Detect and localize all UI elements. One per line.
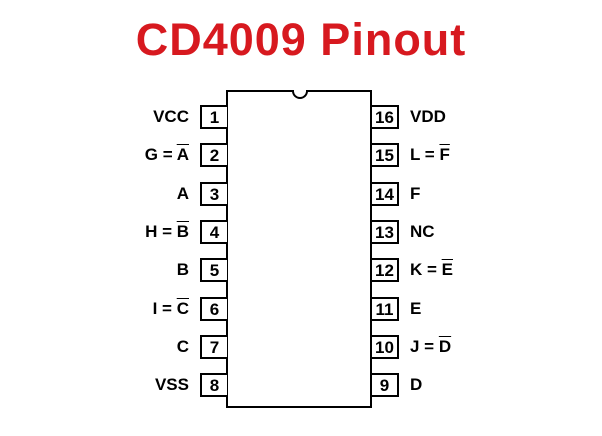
- pin-label: A: [177, 182, 189, 206]
- pin-label-text: H =: [145, 221, 177, 241]
- pin-label: I = C: [153, 297, 189, 321]
- pin-label-text: E: [410, 298, 422, 318]
- pin-label-text: I =: [152, 298, 177, 318]
- pin-label-inverted: F: [439, 145, 450, 165]
- pin-label-text: K =: [410, 260, 442, 280]
- ic-body: [226, 90, 372, 408]
- pin-number-box: 7: [200, 334, 227, 359]
- pin-number-box: 11: [372, 296, 399, 321]
- pin-label: C: [177, 335, 189, 359]
- pin-label-text: C: [176, 336, 189, 356]
- pin-label: VDD: [410, 105, 446, 129]
- pin-label-inverted: B: [176, 221, 189, 241]
- pin-label: F: [410, 182, 420, 206]
- pin-label: G = A: [145, 143, 189, 167]
- pin-number-box: 4: [200, 219, 227, 244]
- pin-number-box: 3: [200, 181, 227, 206]
- pin-number-box: 1: [200, 105, 227, 129]
- pin-label-inverted: C: [176, 298, 189, 318]
- pin-label-text: NC: [410, 221, 435, 241]
- pin-label: B: [177, 258, 189, 282]
- pin-label-inverted: E: [441, 260, 453, 280]
- pin-label-text: G =: [144, 145, 177, 165]
- pin-number-box: 12: [372, 258, 399, 283]
- pin-label-text: F: [410, 183, 421, 203]
- pin-label-text: B: [176, 260, 189, 280]
- pin-label-text: VSS: [154, 375, 189, 395]
- pin-number-box: 13: [372, 219, 399, 244]
- pin-number-box: 6: [200, 296, 227, 321]
- pin-number-box: 5: [200, 258, 227, 283]
- pin1-notch: [292, 90, 308, 99]
- pin-label-inverted: D: [438, 336, 452, 356]
- pin-label-text: D: [410, 375, 423, 395]
- pin-number-box: 2: [200, 143, 227, 168]
- pin-label: L = F: [410, 143, 450, 167]
- pin-label: NC: [410, 220, 435, 244]
- pin-number-box: 14: [372, 181, 399, 206]
- diagram-title: CD4009 Pinout: [135, 14, 467, 65]
- pin-label-inverted: A: [176, 145, 189, 165]
- pin-label-text: VDD: [410, 107, 446, 126]
- pin-number-box: 10: [372, 334, 399, 359]
- pin-number-box: 8: [200, 373, 227, 398]
- pin-number-box: 15: [372, 143, 399, 168]
- pin-label-text: L =: [410, 145, 440, 165]
- pin-label: E: [410, 297, 421, 321]
- pin-label: H = B: [145, 220, 189, 244]
- pin-label-text: J =: [410, 336, 439, 356]
- pin-number-box: 16: [372, 105, 399, 129]
- pin-label: K = E: [410, 258, 453, 282]
- pin-label: D: [410, 373, 422, 397]
- pin-number-box: 9: [372, 373, 399, 398]
- pin-label-text: VCC: [153, 107, 189, 126]
- pin-label: J = D: [410, 335, 451, 359]
- pin-label-text: A: [176, 183, 189, 203]
- pin-label: VSS: [155, 373, 189, 397]
- pin-label: VCC: [153, 105, 189, 129]
